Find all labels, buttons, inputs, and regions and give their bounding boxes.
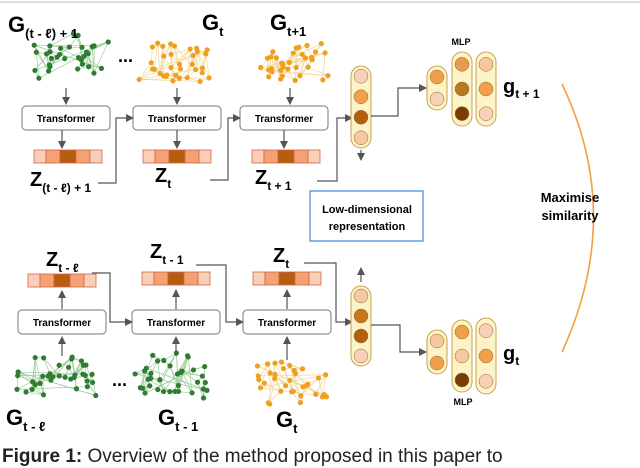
- embedding-top-right: [252, 150, 320, 163]
- label-output-top: gt + 1: [503, 76, 540, 101]
- transformer-top-left: Transformer: [22, 106, 110, 130]
- low-dimensional-box: Low-dimensional representation: [310, 191, 423, 241]
- embedding-bottom-right: [253, 272, 321, 285]
- svg-text:Transformer: Transformer: [148, 114, 206, 125]
- embedding-bottom-left: [28, 274, 96, 287]
- svg-text:Low-dimensional: Low-dimensional: [322, 204, 412, 216]
- maximise-label-line2: similarity: [541, 208, 599, 223]
- graph-orange-top-right: [258, 41, 330, 83]
- graph-green-bottom-left: [14, 354, 98, 398]
- mlp-top: [427, 52, 496, 126]
- label-z-top-left: Z(t - ℓ) + 1: [30, 169, 91, 195]
- embedding-bottom-mid: [142, 272, 210, 285]
- label-g-top-mid: Gt: [202, 10, 224, 39]
- label-z-bot-right: Zt: [273, 245, 289, 271]
- graph-green-bottom-mid: [132, 350, 209, 400]
- label-g-bot-right: Gt: [276, 407, 298, 436]
- mlp-bottom: [427, 318, 496, 394]
- maximise-label-line1: Maximise: [541, 190, 600, 205]
- embedding-top-mid: [143, 150, 211, 163]
- label-g-top-left: G(t - ℓ) + 1: [8, 12, 78, 41]
- graph-orange-bottom: [255, 359, 329, 406]
- representation-stack-bottom: [351, 286, 371, 366]
- method-diagram: G(t - ℓ) + 1 Gt Gt+1 ... Transformer Tra…: [0, 0, 640, 446]
- svg-text:Transformer: Transformer: [37, 114, 95, 125]
- label-z-bot-mid: Zt - 1: [150, 241, 184, 267]
- label-g-bot-mid: Gt - 1: [158, 405, 198, 434]
- graph-orange-top-mid: [136, 41, 211, 85]
- ellipsis-top: ...: [118, 46, 133, 66]
- svg-text:Transformer: Transformer: [255, 114, 313, 125]
- svg-text:representation: representation: [329, 221, 406, 233]
- label-z-top-right: Zt + 1: [255, 167, 292, 193]
- transformer-bottom-left: Transformer: [18, 310, 106, 334]
- label-z-top-mid: Zt: [155, 165, 171, 191]
- label-g-bot-left: Gt - ℓ: [6, 405, 45, 434]
- svg-text:Transformer: Transformer: [33, 318, 91, 329]
- representation-stack-top: [351, 66, 371, 148]
- ellipsis-bottom: ...: [112, 370, 127, 390]
- svg-text:Transformer: Transformer: [258, 318, 316, 329]
- mlp-top-label: MLP: [452, 37, 471, 47]
- transformer-top-mid: Transformer: [133, 106, 221, 130]
- transformer-bottom-mid: Transformer: [132, 310, 220, 334]
- svg-text:Transformer: Transformer: [147, 318, 205, 329]
- transformer-top-right: Transformer: [240, 106, 328, 130]
- label-g-top-right: Gt+1: [270, 10, 306, 39]
- mlp-bottom-label: MLP: [454, 397, 473, 407]
- figure-caption: Figure 1: Overview of the method propose…: [2, 446, 640, 468]
- label-z-bot-left: Zt - ℓ: [46, 249, 79, 275]
- transformer-bottom-right: Transformer: [243, 310, 331, 334]
- embedding-top-left: [34, 150, 102, 163]
- label-output-bottom: gt: [503, 343, 519, 368]
